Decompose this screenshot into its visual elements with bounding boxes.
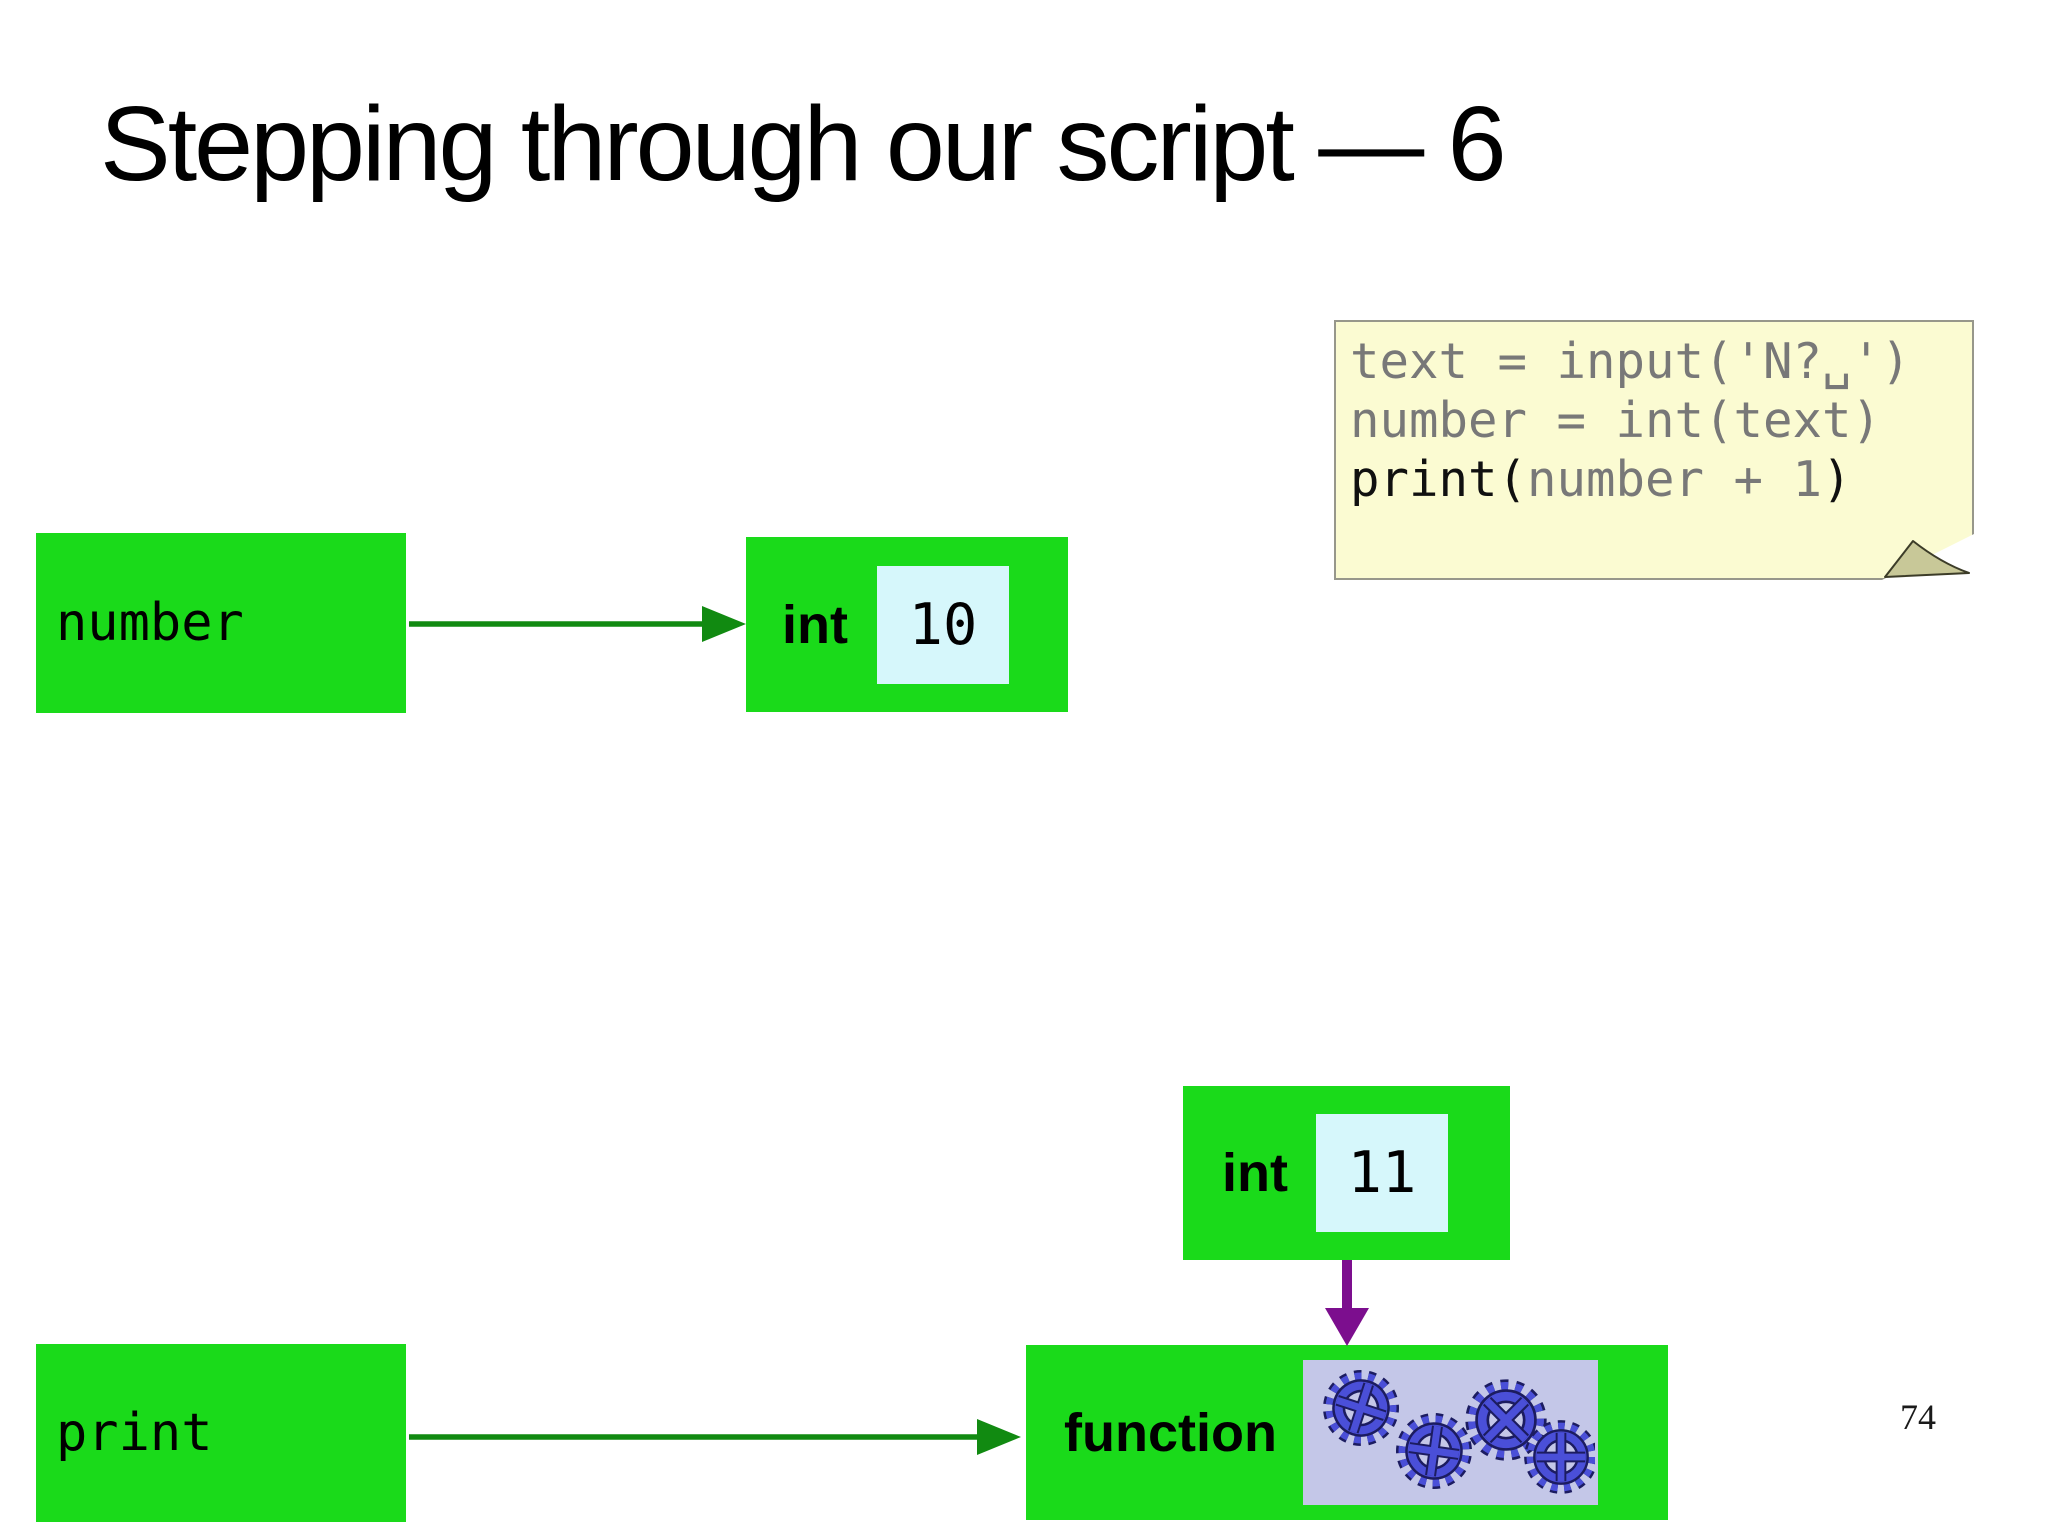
code-line-3: print(number + 1) bbox=[1350, 450, 1972, 509]
variable-label: print bbox=[56, 1403, 213, 1463]
variable-box-number: number bbox=[36, 533, 406, 713]
arrow-number-to-int10 bbox=[409, 606, 746, 642]
arrow-int11-to-function bbox=[1325, 1260, 1369, 1346]
object-box-int-11: int 11 bbox=[1183, 1086, 1510, 1260]
code-active-segment: print( bbox=[1350, 451, 1528, 508]
object-type-label: int bbox=[782, 594, 848, 655]
object-type-label: function bbox=[1064, 1402, 1277, 1463]
code-line-1: text = input('N?␣') bbox=[1350, 333, 1911, 390]
object-value: 10 bbox=[876, 565, 1009, 684]
code-dim-segment: number + 1 bbox=[1527, 451, 1823, 508]
code-active-segment: ) bbox=[1822, 451, 1852, 508]
object-value: 11 bbox=[1315, 1114, 1448, 1232]
code-block: text = input('N?␣')number = int(text)pri… bbox=[1336, 322, 1972, 509]
variable-label: number bbox=[56, 593, 244, 653]
note-fold-corner-icon bbox=[1882, 534, 1974, 580]
gear-icon bbox=[1395, 1413, 1472, 1489]
gear-icon bbox=[1524, 1420, 1595, 1494]
page-title: Stepping through our script — 6 bbox=[100, 85, 1507, 203]
object-box-int-10: int 10 bbox=[746, 537, 1068, 712]
gear-icon bbox=[1465, 1379, 1547, 1461]
object-box-function: function bbox=[1026, 1345, 1668, 1520]
gears-icon bbox=[1322, 1370, 1595, 1494]
page-number: 74 bbox=[1900, 1397, 1936, 1437]
arrow-print-to-function bbox=[409, 1419, 1021, 1455]
code-line-2: number = int(text) bbox=[1350, 392, 1882, 449]
gear-icon bbox=[1322, 1370, 1399, 1446]
code-sticky-note: text = input('N?␣')number = int(text)pri… bbox=[1334, 320, 1974, 580]
object-type-label: int bbox=[1222, 1143, 1288, 1203]
function-machinery-panel bbox=[1302, 1360, 1598, 1505]
variable-box-print: print bbox=[36, 1344, 406, 1522]
